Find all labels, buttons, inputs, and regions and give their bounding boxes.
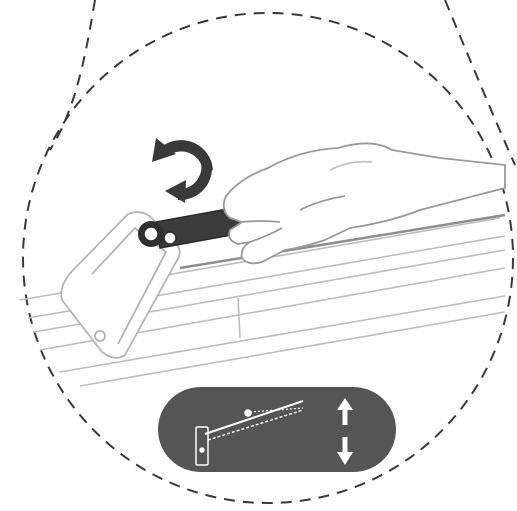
bracket-screw [95,331,105,341]
leader-line-left [50,0,95,150]
rotate-arrows-icon [152,138,213,203]
height-adjust-badge [158,387,396,472]
leader-line-right [445,0,515,165]
hand-illustration [224,143,505,263]
